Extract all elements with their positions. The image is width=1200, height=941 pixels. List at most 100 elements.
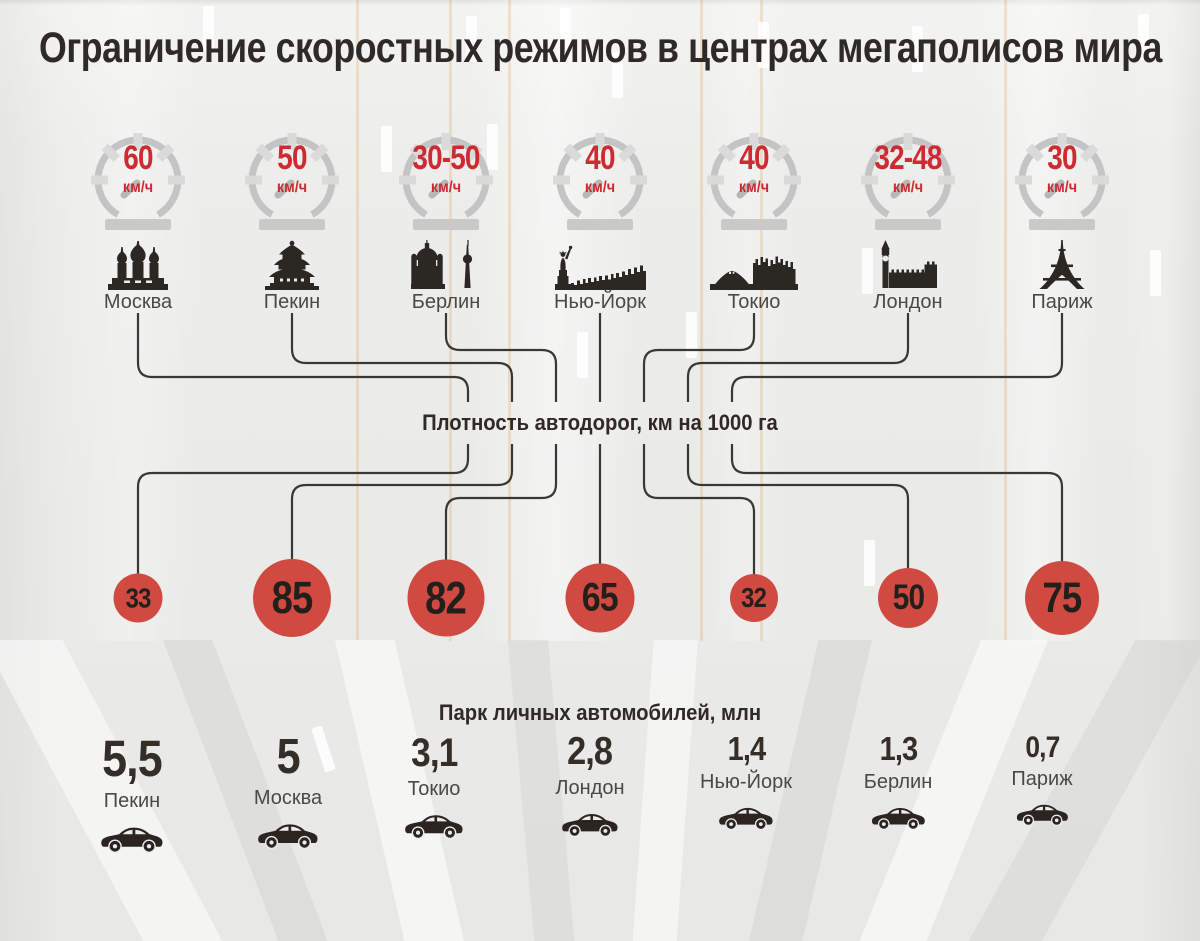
car-fleet-value: 1,3: [879, 730, 918, 767]
road-dash-marking: [864, 540, 875, 586]
speed-limit-value: 40: [739, 139, 769, 177]
car-icon: [818, 803, 978, 835]
page-title: Ограничение скоростных режимов в центрах…: [38, 24, 1162, 72]
car-column-london: 2,8 Лондон: [510, 730, 670, 842]
speedometer-gauge-icon: 40 км/ч: [699, 132, 809, 236]
city-name: Пекин: [263, 291, 321, 313]
road-dash-marking: [1150, 250, 1161, 296]
speed-limit-value: 40: [585, 139, 615, 177]
connector-paris: [730, 313, 1064, 563]
city-name: Москва: [103, 291, 173, 313]
city-column-tokyo: 40 км/ч Токио: [677, 132, 831, 314]
road-dash-marking: [577, 332, 588, 378]
road-lane-highlight: [975, 0, 1100, 641]
speedometer-gauge-icon: 40 км/ч: [545, 132, 655, 236]
density-section-title: Плотность автодорог, км на 1000 га: [422, 410, 778, 435]
city-name: Пекин: [103, 789, 161, 812]
density-value: 65: [581, 575, 619, 620]
density-bubble-tokyo: 32: [730, 574, 778, 622]
car-column-paris: 0,7 Париж: [962, 732, 1122, 831]
car-column-moscow: 5 Москва: [208, 730, 368, 854]
berlin-cathedral-tv-tower-icon: [369, 236, 523, 290]
density-value: 85: [271, 572, 314, 623]
city-name: Нью-Йорк: [554, 291, 646, 313]
speed-limit-value: 60: [123, 139, 153, 177]
car-fleet-value: 5,5: [102, 730, 163, 787]
statue-of-liberty-skyline-icon: [523, 236, 677, 290]
car-icon: [208, 819, 368, 854]
speed-unit-label: км/ч: [584, 179, 616, 196]
speed-limit-value: 50: [277, 139, 307, 177]
car-icon: [962, 800, 1122, 831]
cars-section-title: Парк личных автомобилей, млн: [438, 700, 762, 725]
connector-london: [686, 313, 910, 570]
car-fleet-value: 0,7: [1024, 731, 1060, 764]
road-dash-marking: [686, 312, 697, 358]
car-icon: [666, 803, 826, 835]
road-lane-line: [1004, 0, 1007, 641]
car-fleet-value: 3,1: [410, 731, 458, 775]
road-lane-line: [760, 0, 763, 641]
connector-tokyo: [642, 313, 756, 576]
mount-fuji-skyline-icon: [677, 236, 831, 290]
city-name: Берлин: [863, 770, 933, 793]
city-column-london: 32-48 км/ч Лондон: [831, 132, 985, 314]
car-icon: [354, 810, 514, 844]
city-column-moscow: 60 км/ч Москва: [61, 132, 215, 314]
car-fleet-value: 5: [276, 730, 300, 784]
density-bubble-moscow: 33: [113, 573, 163, 623]
road-lane-highlight: [470, 0, 640, 641]
car-column-new-york: 1,4 Нью-Йорк: [666, 730, 826, 835]
car-column-tokyo: 3,1 Токио: [354, 732, 514, 844]
speed-unit-label: км/ч: [738, 179, 770, 196]
density-value: 32: [741, 582, 768, 613]
speed-unit-label: км/ч: [430, 179, 462, 196]
speedometer-gauge-icon: 30 км/ч: [1007, 132, 1117, 236]
speed-limit-value: 30-50: [412, 139, 480, 177]
car-fleet-value: 2,8: [567, 730, 613, 773]
density-bubble-new-york: 65: [565, 563, 635, 633]
car-fleet-value: 1,4: [727, 730, 766, 767]
road-lane-highlight: [60, 0, 200, 641]
city-column-paris: 30 км/ч Париж: [985, 132, 1139, 314]
speedometer-gauge-icon: 32-48 км/ч: [853, 132, 963, 236]
car-icon: [510, 809, 670, 842]
car-column-berlin: 1,3 Берлин: [818, 730, 978, 835]
city-name: Берлин: [411, 291, 481, 313]
city-column-berlin: 30-50 км/ч: [369, 132, 523, 314]
road-lane-line: [449, 0, 452, 641]
city-name: Лондон: [873, 291, 943, 313]
speedometer-gauge-icon: 60 км/ч: [83, 132, 193, 236]
road-lane-line: [700, 0, 703, 641]
speed-limit-value: 30: [1047, 139, 1077, 177]
density-value: 82: [425, 572, 468, 623]
road-lane-highlight: [700, 0, 790, 641]
density-value: 33: [125, 582, 152, 613]
density-bubble-beijing: 85: [253, 559, 331, 637]
speedometer-gauge-icon: 50 км/ч: [237, 132, 347, 236]
city-name: Нью-Йорк: [700, 770, 792, 793]
speed-unit-label: км/ч: [122, 179, 154, 196]
connector-moscow: [136, 313, 470, 575]
city-column-beijing: 50 км/ч Пекин: [215, 132, 369, 314]
road-lane-line: [508, 0, 511, 641]
temple-of-heaven-icon: [215, 236, 369, 290]
density-bubble-london: 50: [878, 568, 938, 628]
eiffel-tower-icon: [985, 236, 1139, 290]
city-name: Токио: [407, 778, 461, 800]
road-lane-line: [356, 0, 359, 641]
city-name: Париж: [1031, 291, 1093, 313]
city-name: Токио: [727, 291, 781, 313]
speedometer-gauge-icon: 30-50 км/ч: [391, 132, 501, 236]
connector-beijing: [290, 313, 514, 561]
big-ben-icon: [831, 236, 985, 290]
speed-limit-value: 32-48: [874, 139, 942, 177]
st-basils-cathedral-icon: [61, 236, 215, 290]
car-icon: [52, 822, 212, 858]
road-lane-highlight: [1130, 0, 1200, 641]
speed-unit-label: км/ч: [276, 179, 308, 196]
density-value: 50: [892, 578, 924, 617]
density-bubble-paris: 75: [1025, 561, 1099, 635]
city-name: Париж: [1011, 767, 1073, 790]
